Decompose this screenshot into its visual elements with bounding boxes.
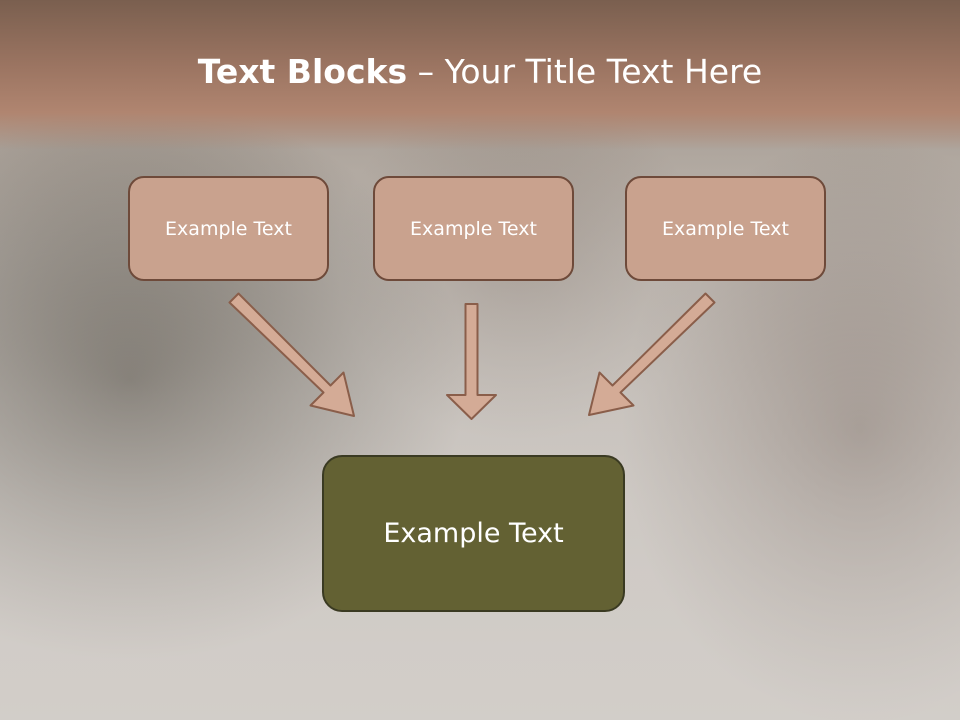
text-block-left-label: Example Text [165, 217, 292, 240]
title-dash: – [407, 52, 445, 91]
arrow-left [228, 292, 355, 417]
text-block-center-label: Example Text [410, 217, 537, 240]
arrow-right [588, 292, 716, 416]
main-text-block-label: Example Text [383, 518, 564, 549]
title-band [0, 0, 960, 150]
text-block-left[interactable]: Example Text [128, 176, 329, 281]
title-rest: Your Title Text Here [444, 52, 763, 91]
arrow-center [446, 303, 497, 420]
text-block-center[interactable]: Example Text [373, 176, 574, 281]
main-text-block[interactable]: Example Text [322, 455, 625, 612]
text-block-right[interactable]: Example Text [625, 176, 826, 281]
title-bold: Text Blocks [197, 52, 408, 91]
text-block-right-label: Example Text [662, 217, 789, 240]
slide-title: Text Blocks – Your Title Text Here [0, 52, 960, 91]
